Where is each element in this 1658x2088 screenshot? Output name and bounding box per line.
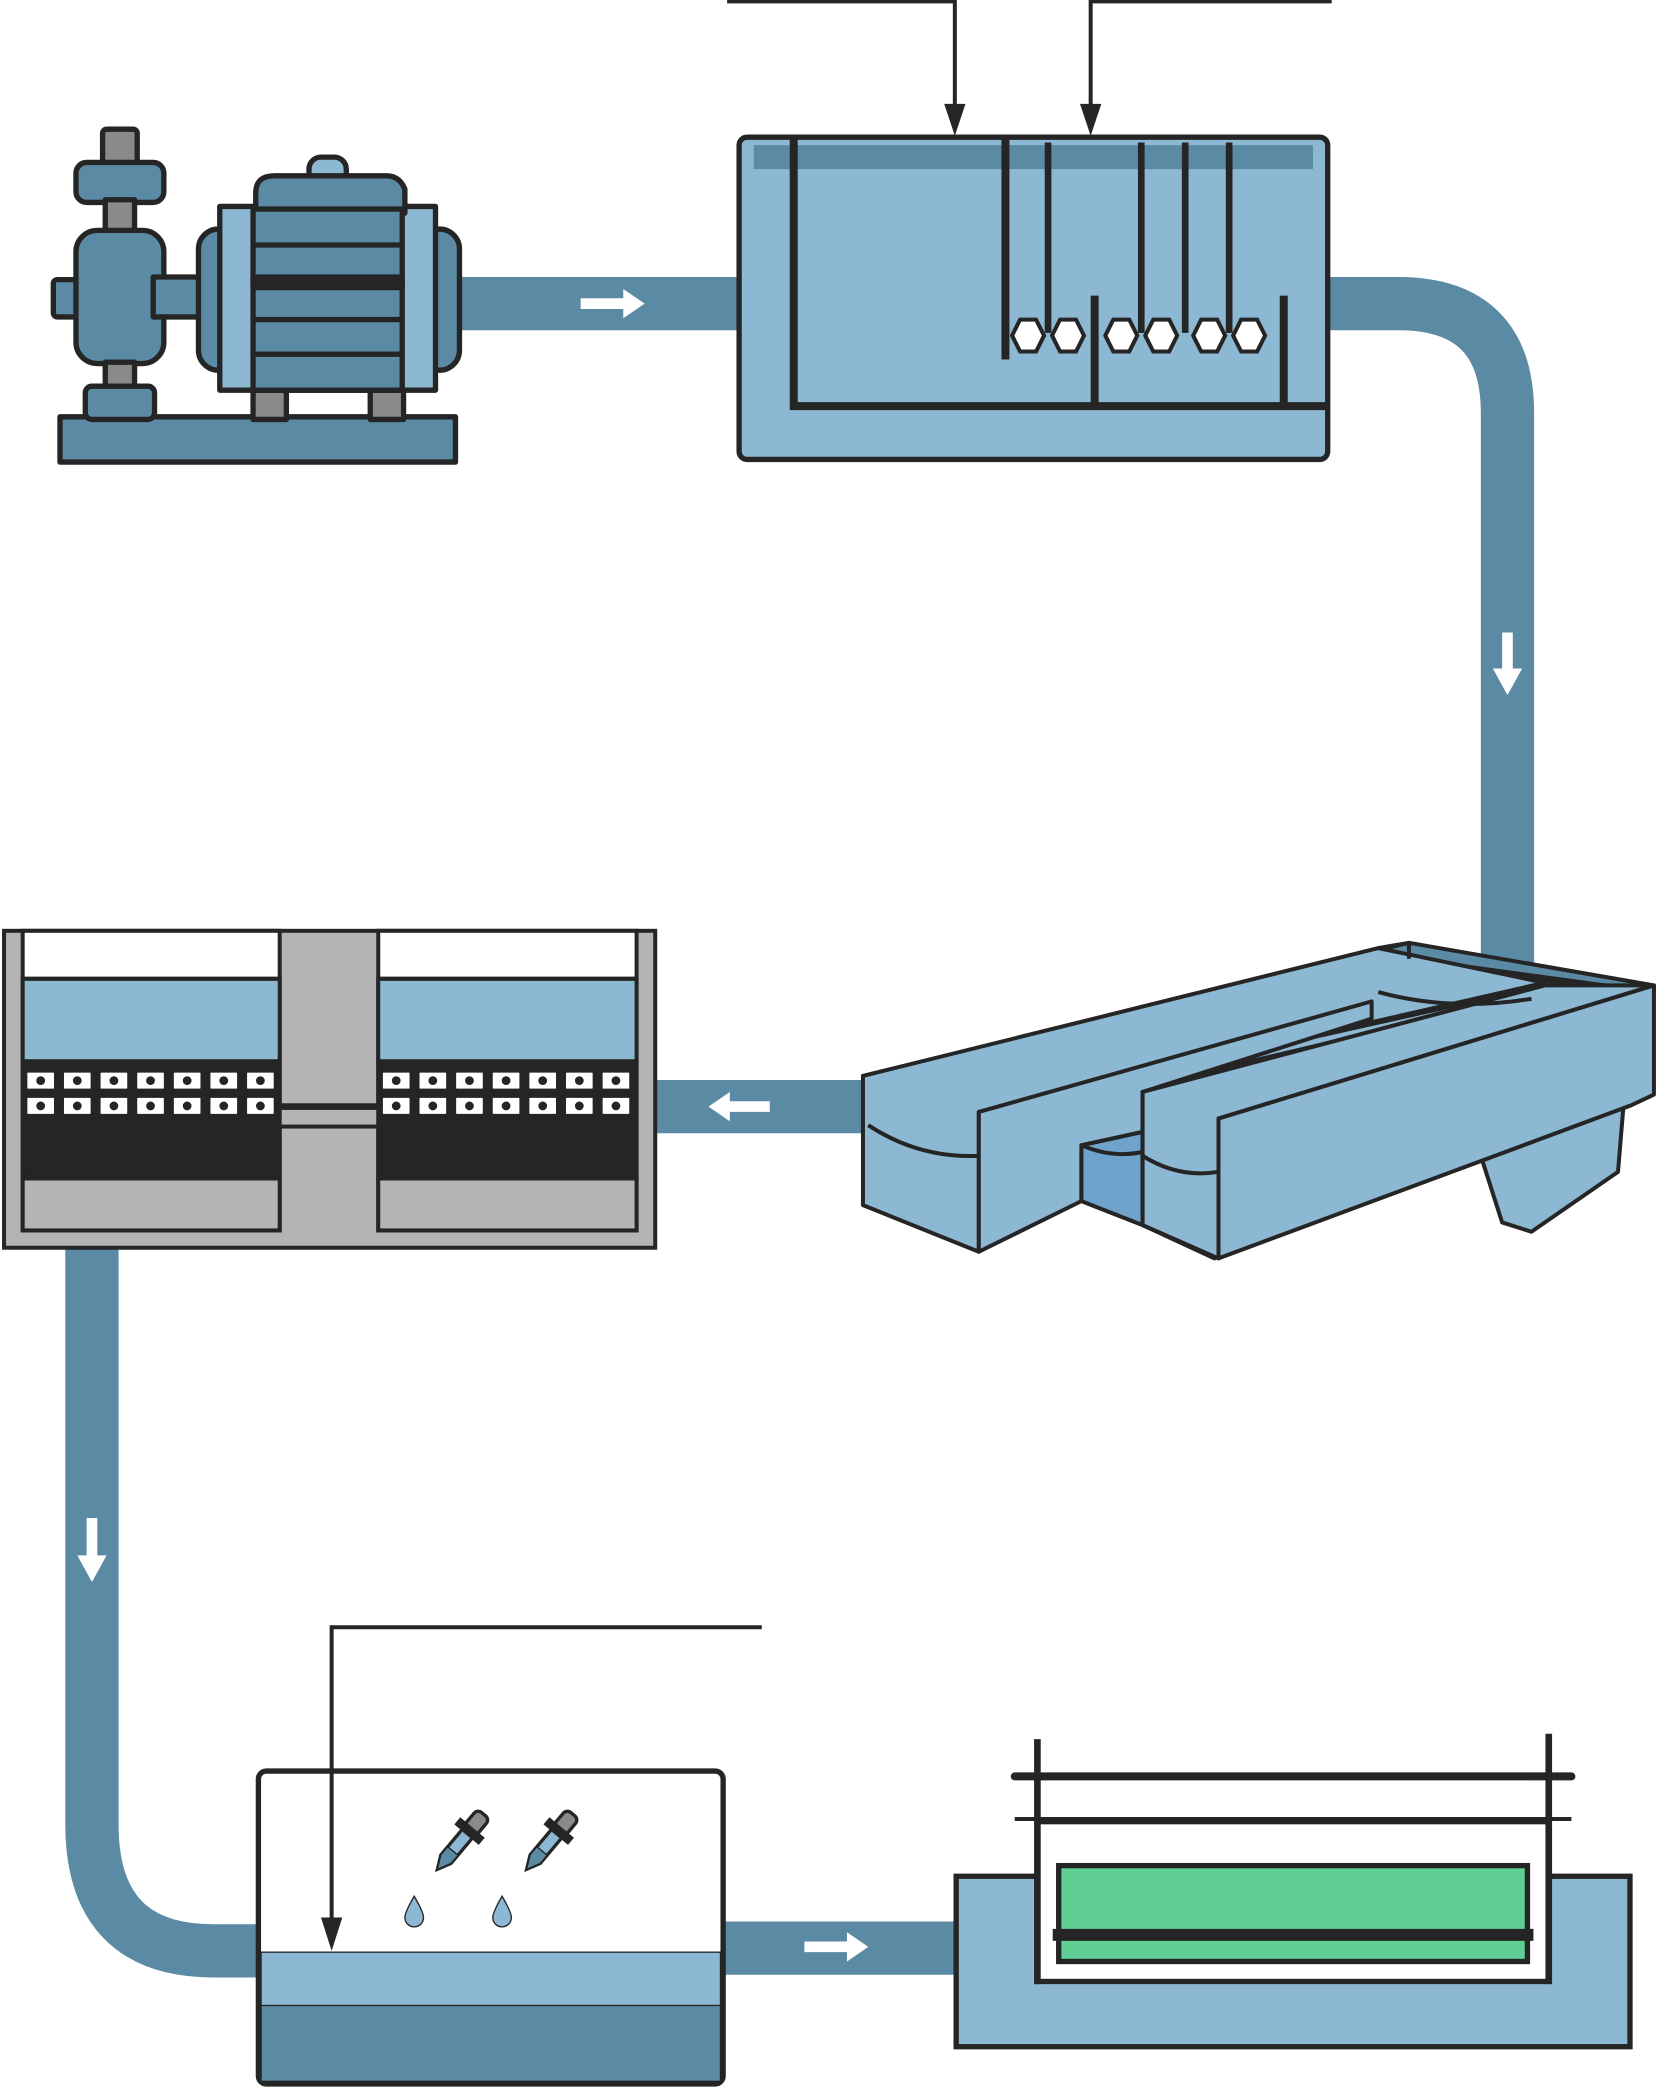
sand-grain bbox=[219, 1101, 229, 1111]
sand-grain bbox=[611, 1101, 621, 1111]
sand-grain bbox=[182, 1076, 192, 1086]
dosing-line bbox=[329, 1625, 762, 1934]
dosing-tank-icon bbox=[255, 1625, 762, 2087]
motor-housing bbox=[250, 206, 405, 393]
sand-grain bbox=[109, 1076, 119, 1086]
water-pump-icon bbox=[50, 126, 463, 465]
inlet-arrow-icon bbox=[944, 103, 966, 136]
flow-arrows bbox=[77, 288, 1523, 1962]
dropper-icon bbox=[435, 1809, 490, 1873]
flow-arrow-right-icon bbox=[580, 288, 645, 319]
flow-arrow-right-icon bbox=[804, 1932, 869, 1962]
sand-grain bbox=[574, 1101, 584, 1111]
sand-grain bbox=[465, 1101, 474, 1111]
water-drop-icon bbox=[404, 1894, 425, 1928]
sand-grain bbox=[391, 1101, 401, 1111]
chemical-inlet-lines bbox=[727, 0, 1332, 120]
sand-block-layer bbox=[23, 1068, 634, 1118]
sand-grain bbox=[182, 1101, 192, 1111]
mixing-tank-body bbox=[736, 134, 1331, 463]
dosing-arrow-icon bbox=[320, 1917, 343, 1951]
gravel-layer bbox=[25, 1122, 625, 1178]
flow-arrow-down-icon bbox=[77, 1518, 107, 1582]
sand-grain bbox=[391, 1076, 401, 1086]
sand-grain bbox=[255, 1101, 265, 1111]
tank-baffles bbox=[789, 138, 1327, 411]
impeller-blades bbox=[1009, 317, 1268, 354]
sand-grain bbox=[501, 1076, 511, 1086]
sand-grain bbox=[574, 1076, 584, 1086]
sand-grain bbox=[501, 1101, 511, 1111]
sand-grain bbox=[109, 1101, 119, 1111]
sand-grain bbox=[538, 1101, 548, 1111]
sand-grain bbox=[146, 1076, 155, 1086]
uv-lamp-tube bbox=[1056, 1862, 1531, 1965]
settling-basin-icon bbox=[860, 940, 1656, 1261]
sand-grain bbox=[219, 1076, 229, 1086]
sand-filter-icon bbox=[2, 928, 658, 1250]
pipe-filter-to-dosing bbox=[65, 1249, 260, 1978]
sand-grain bbox=[36, 1076, 46, 1086]
sand-grain bbox=[255, 1076, 265, 1086]
sand-grain bbox=[428, 1076, 438, 1086]
sand-grain bbox=[36, 1101, 46, 1111]
dropper-icon bbox=[524, 1809, 579, 1873]
sand-grain bbox=[428, 1101, 438, 1111]
sand-grain bbox=[611, 1076, 621, 1086]
flow-arrow-left-icon bbox=[708, 1091, 770, 1122]
agitator-shafts bbox=[1044, 142, 1233, 333]
uv-lamp-icon bbox=[953, 1733, 1633, 2050]
sand-grain bbox=[465, 1076, 474, 1086]
sand-grain bbox=[72, 1101, 82, 1111]
sand-grain bbox=[146, 1101, 155, 1111]
flow-arrow-down-icon bbox=[1492, 632, 1523, 696]
inlet-arrow-icon bbox=[1080, 103, 1102, 136]
pump-base bbox=[57, 414, 459, 465]
sand-grain bbox=[538, 1076, 548, 1086]
mixing-tank-icon bbox=[727, 0, 1332, 463]
sand-grain bbox=[72, 1076, 82, 1086]
pipe-mixer-to-sedimentation bbox=[1325, 276, 1535, 979]
water-drop-icon bbox=[492, 1894, 513, 1928]
